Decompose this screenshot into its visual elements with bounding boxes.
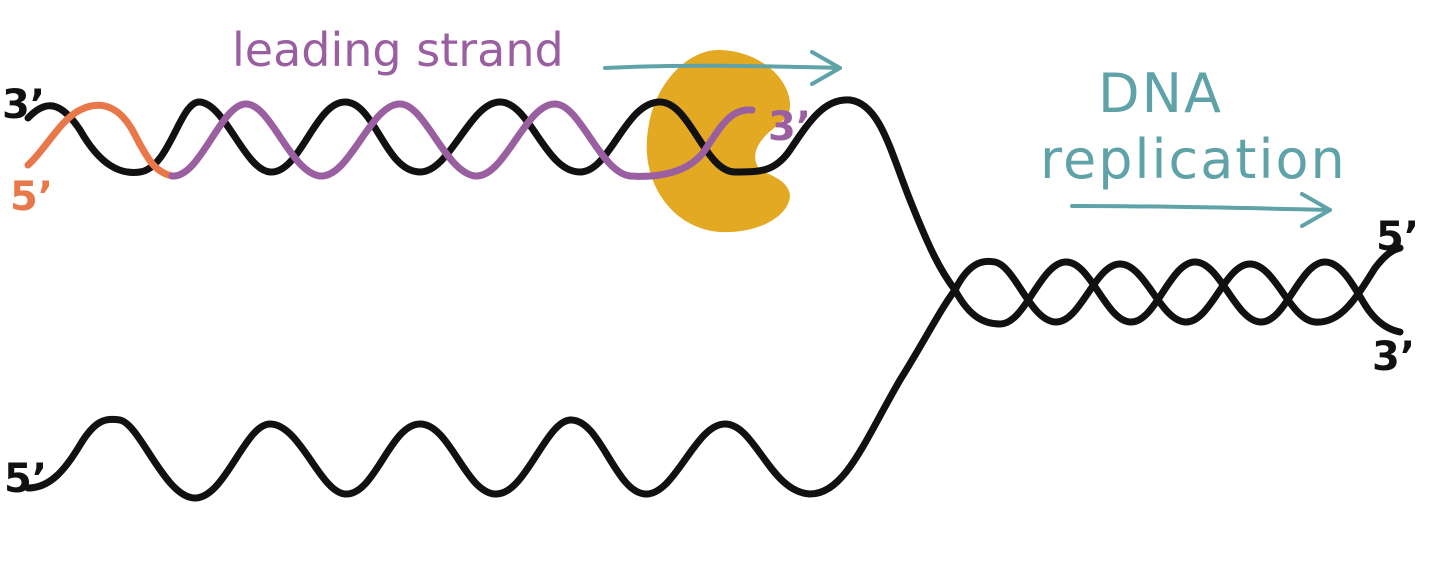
right-bottom-3prime-label: 3’ — [1372, 334, 1415, 380]
parental-duplex-strand-a — [951, 244, 1404, 326]
new-strand-3prime-label: 3’ — [768, 104, 811, 150]
dna-label: DNA — [1098, 62, 1223, 125]
leading-strand — [168, 100, 756, 180]
bottom-left-5prime-label: 5’ — [4, 456, 47, 502]
upper-template-strand — [24, 96, 959, 294]
top-left-3prime-label: 3’ — [2, 82, 45, 128]
parental-duplex-strand-b — [951, 258, 1404, 336]
dna-polymerase-shape — [646, 50, 791, 233]
replication-direction-arrow — [1070, 192, 1332, 228]
replication-label: replication — [1040, 128, 1347, 191]
leading-strand-label: leading strand — [232, 23, 564, 77]
right-top-5prime-label: 5’ — [1376, 214, 1419, 260]
rna-primer — [24, 101, 176, 180]
top-left-5prime-label: 5’ — [10, 174, 53, 220]
lower-template-strand — [24, 286, 959, 502]
polymerase-direction-arrow — [603, 50, 842, 86]
